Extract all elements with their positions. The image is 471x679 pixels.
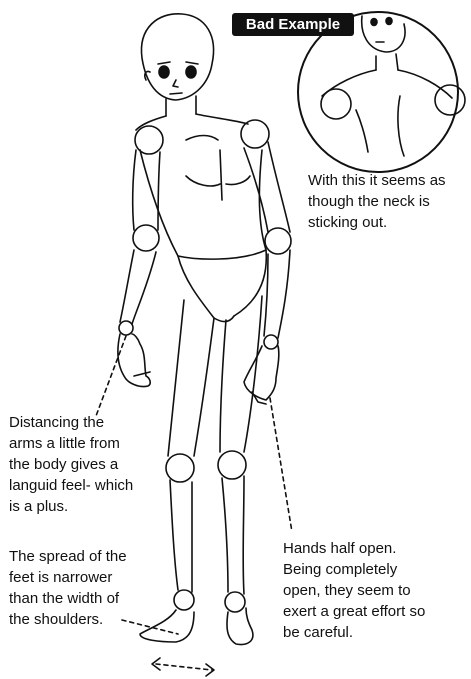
note-hands-line: Hands half open.: [283, 538, 425, 559]
note-hands: Hands half open. Being completely open, …: [283, 538, 425, 643]
note-arms-line: is a plus.: [9, 496, 133, 517]
note-hands-line: be careful.: [283, 622, 425, 643]
note-feet-line: The spread of the: [9, 546, 127, 567]
note-arms-line: the body gives a: [9, 454, 133, 475]
hand-leader-line: [270, 398, 292, 532]
arm-leader-line: [96, 336, 126, 416]
note-neck-line: though the neck is: [308, 191, 446, 212]
note-neck-line: With this it seems as: [308, 170, 446, 191]
note-feet: The spread of the feet is narrower than …: [9, 546, 127, 630]
note-feet-line: the shoulders.: [9, 609, 127, 630]
figure-legs: [168, 296, 262, 594]
figure-hands: [118, 334, 279, 404]
note-feet-line: than the width of: [9, 588, 127, 609]
note-arms-line: arms a little from: [9, 433, 133, 454]
bad-example-inset: [298, 12, 465, 172]
note-arms: Distancing the arms a little from the bo…: [9, 412, 133, 517]
note-feet-line: feet is narrower: [9, 567, 127, 588]
spread-arrow-line: [156, 664, 212, 670]
figure-feet: [140, 608, 253, 644]
note-arms-line: Distancing the: [9, 412, 133, 433]
feet-leader-line: [122, 620, 178, 634]
note-neck-line: sticking out.: [308, 212, 446, 233]
bad-example-label: Bad Example: [246, 16, 340, 33]
note-neck: With this it seems as though the neck is…: [308, 170, 446, 233]
note-hands-line: open, they seem to: [283, 580, 425, 601]
note-hands-line: exert a great effort so: [283, 601, 425, 622]
figure-torso: [136, 96, 266, 322]
note-arms-line: languid feel- which: [9, 475, 133, 496]
figure-head: [141, 14, 213, 100]
note-hands-line: Being completely: [283, 559, 425, 580]
bad-example-badge: Bad Example: [232, 13, 354, 36]
